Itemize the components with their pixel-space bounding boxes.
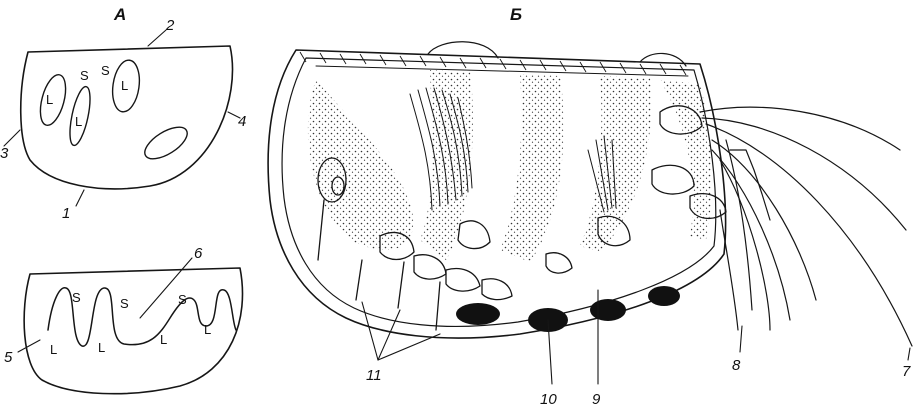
diagram-a-top: L S S L L 1 2 3 4 [0,17,246,222]
zone-label: L [46,92,53,107]
zone-label: L [75,114,82,129]
callout-label: 3 [0,145,9,162]
callout-label: 10 [540,391,557,408]
zone-label: L [50,342,57,357]
callout-label: 5 [4,349,13,366]
callout-label: 4 [238,113,246,130]
callout-label: 11 [366,367,382,384]
callout-label: 9 [592,391,601,408]
zone-label: S [178,292,187,307]
zone-label: L [98,340,105,355]
zone-label: S [101,63,110,78]
callout-label: 2 [165,17,175,34]
callout-label: 8 [732,357,741,374]
callout-label: 6 [194,245,203,262]
panel-a-label: А [113,5,126,24]
panel-b-label: Б [510,5,522,24]
zone-label: L [204,322,211,337]
callout-label: 7 [902,363,911,380]
callout-label: 1 [62,205,70,222]
zone-label: S [72,290,81,305]
zone-label: L [121,78,128,93]
zone-label: L [160,332,167,347]
diagram-a-bottom: S S S L L L L 5 6 [4,245,243,394]
zone-label: S [80,68,89,83]
diagram-b: 7 8 9 10 11 [268,42,912,408]
zone-label: S [120,296,129,311]
